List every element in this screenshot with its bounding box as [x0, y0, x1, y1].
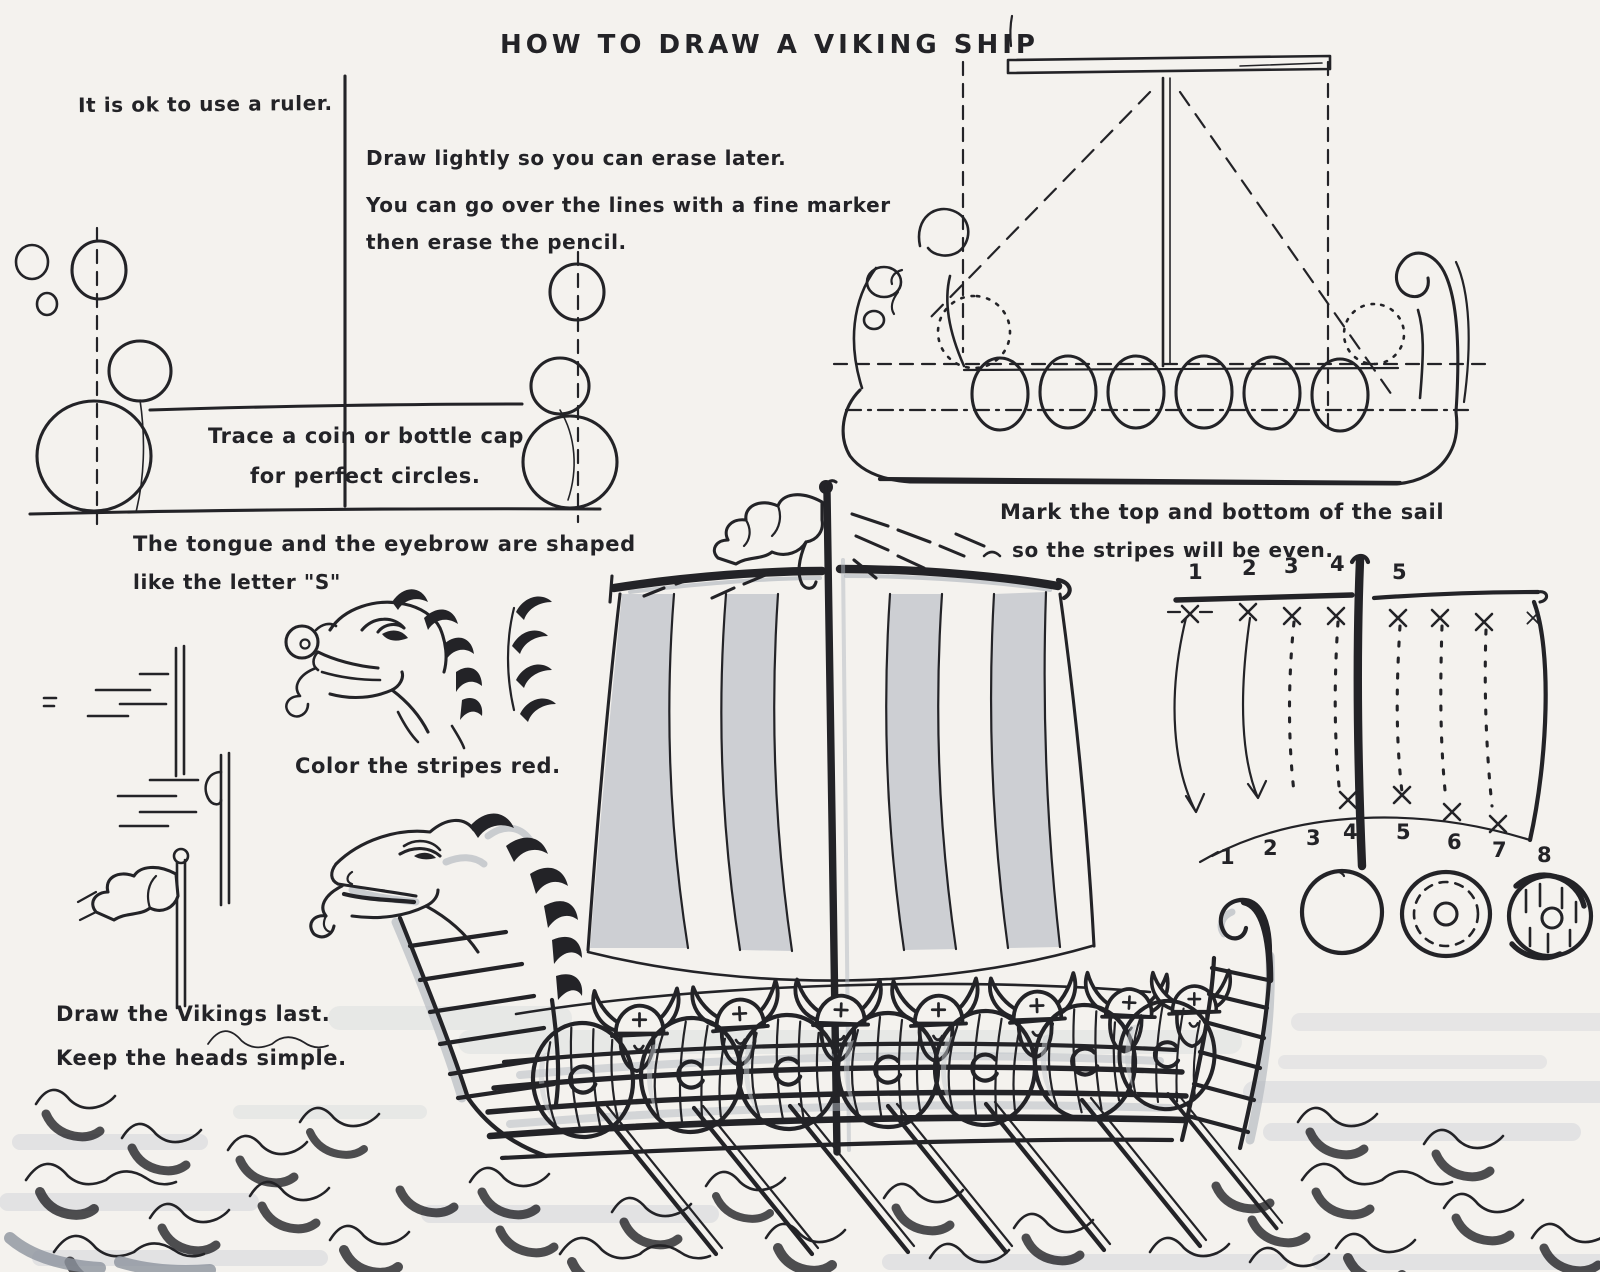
sail-bottom-mark: 1	[1220, 845, 1235, 869]
sail-top-mark: 3	[1284, 554, 1299, 578]
page-title: HOW TO DRAW A VIKING SHIP	[500, 30, 1039, 60]
sail-bottom-mark: 2	[1263, 836, 1278, 860]
water-waves	[4, 1030, 1600, 1272]
tip-mark-sail-line2: so the stripes will be even.	[1012, 538, 1334, 562]
tip-marker-line1: You can go over the lines with a fine ma…	[366, 193, 891, 217]
sail-top-mark: 5	[1392, 560, 1407, 584]
flag-practice-sketches	[42, 644, 231, 1010]
sail-bottom-mark: 8	[1537, 843, 1552, 867]
tip-color-stripes: Color the stripes red.	[295, 754, 561, 778]
tip-vikings-line1: Draw the Vikings last.	[56, 1002, 331, 1026]
tip-trace-line2: for perfect circles.	[250, 464, 481, 488]
sail-top-mark: 4	[1330, 552, 1345, 576]
main-ship-sail	[586, 479, 1096, 1156]
construction-circles-step	[14, 74, 619, 526]
sail-marking-guide	[982, 550, 1549, 871]
rigging-dashes	[642, 512, 986, 600]
dragon-prow	[309, 813, 583, 1159]
tip-vikings-line2: Keep the heads simple.	[56, 1046, 347, 1070]
tip-trace-line1: Trace a coin or bottle cap	[208, 424, 524, 448]
tip-tongue-line2: like the letter "S"	[133, 570, 341, 594]
sail-bottom-mark: 7	[1492, 838, 1507, 862]
sail-bottom-mark: 5	[1396, 820, 1411, 844]
tip-marker-line2: then erase the pencil.	[366, 230, 627, 254]
sail-bottom-mark: 6	[1447, 830, 1462, 854]
sail-bottom-mark: 4	[1343, 820, 1358, 844]
tip-mark-sail-line1: Mark the top and bottom of the sail	[1000, 500, 1445, 524]
outline-ship-step	[832, 14, 1488, 486]
sail-bottom-mark: 3	[1306, 826, 1321, 850]
dragon-head-practice	[284, 589, 483, 750]
flag	[712, 493, 824, 566]
sail-top-mark: 1	[1188, 560, 1203, 584]
stern-curl	[1179, 897, 1275, 1151]
sail-top-mark: 2	[1242, 556, 1257, 580]
tip-ruler: It is ok to use a ruler.	[77, 90, 333, 118]
tip-draw-lightly: Draw lightly so you can erase later.	[366, 146, 787, 170]
shield-drawing-steps	[1299, 868, 1594, 961]
s-spike-practice	[506, 596, 556, 722]
tip-tongue-line1: The tongue and the eyebrow are shaped	[133, 532, 636, 556]
